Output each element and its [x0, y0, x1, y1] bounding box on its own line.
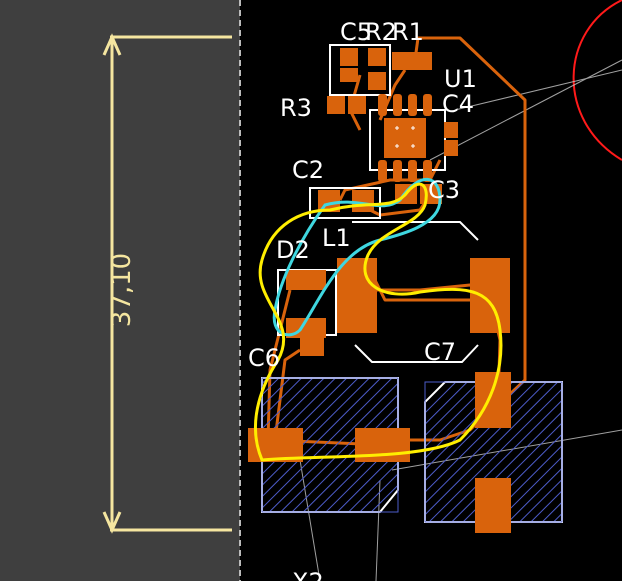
- pad-l1-2[interactable]: [470, 258, 510, 333]
- dimension-label: 37,10: [107, 253, 137, 327]
- designator-d2[interactable]: D2: [276, 236, 310, 264]
- pad-r2-1[interactable]: [368, 48, 386, 66]
- designator-r3[interactable]: R3: [280, 94, 312, 122]
- pad-r2-2[interactable]: [368, 72, 386, 90]
- pad-u1-bot-2[interactable]: [393, 160, 402, 182]
- pad-u1-top-3[interactable]: [408, 94, 417, 116]
- pad-c5-1[interactable]: [340, 48, 358, 66]
- pad-c4-2[interactable]: [444, 140, 458, 156]
- pad-l1-1[interactable]: [337, 258, 377, 333]
- designator-labels: C5 R2 R1 U1 R3 C4 C2 C3 L1 D2 C6 C7 X2: [248, 18, 477, 581]
- designator-c5[interactable]: C5: [340, 18, 372, 46]
- designator-r2[interactable]: R2: [365, 18, 397, 46]
- pad-u1-bot-4[interactable]: [423, 160, 432, 182]
- pad-r3-1[interactable]: [327, 96, 345, 114]
- board-outside-area: [0, 0, 240, 581]
- pad-c2-2[interactable]: [352, 190, 374, 212]
- pad-c6-1[interactable]: [300, 326, 324, 356]
- copper-pads[interactable]: [248, 48, 511, 533]
- pad-u1-top-4[interactable]: [423, 94, 432, 116]
- pad-u1-center[interactable]: [384, 118, 426, 158]
- designator-c6[interactable]: C6: [248, 344, 280, 372]
- yellow-highlight-loop: [253, 182, 503, 462]
- pad-u1-bot-3[interactable]: [408, 160, 417, 182]
- pad-r3-2[interactable]: [348, 96, 366, 114]
- hatched-footprints: [261, 377, 563, 523]
- designator-c3[interactable]: C3: [428, 176, 460, 204]
- designator-c4[interactable]: C4: [442, 90, 474, 118]
- pad-c4-1[interactable]: [444, 122, 458, 138]
- pad-u1-top-1[interactable]: [378, 94, 387, 116]
- pad-u1-bot-1[interactable]: [378, 160, 387, 182]
- pad-u1-top-2[interactable]: [393, 94, 402, 116]
- pad-r1-2[interactable]: [412, 52, 432, 70]
- designator-u1[interactable]: U1: [444, 65, 477, 93]
- pad-x2-right-bottom[interactable]: [475, 478, 511, 533]
- pad-x2-right-top[interactable]: [475, 372, 511, 428]
- pad-d2-1[interactable]: [286, 270, 326, 290]
- courtyard-arc: [572, 0, 622, 161]
- designator-l1[interactable]: L1: [322, 224, 351, 252]
- dimension-annotation[interactable]: 37,10: [102, 33, 232, 534]
- designator-r1[interactable]: R1: [392, 18, 424, 46]
- pad-c5-2[interactable]: [340, 68, 358, 82]
- designator-c2[interactable]: C2: [292, 156, 324, 184]
- pad-r1-1[interactable]: [392, 52, 412, 70]
- via-marks: [395, 126, 415, 148]
- designator-c7[interactable]: C7: [424, 338, 456, 366]
- designator-x2[interactable]: X2: [292, 568, 324, 581]
